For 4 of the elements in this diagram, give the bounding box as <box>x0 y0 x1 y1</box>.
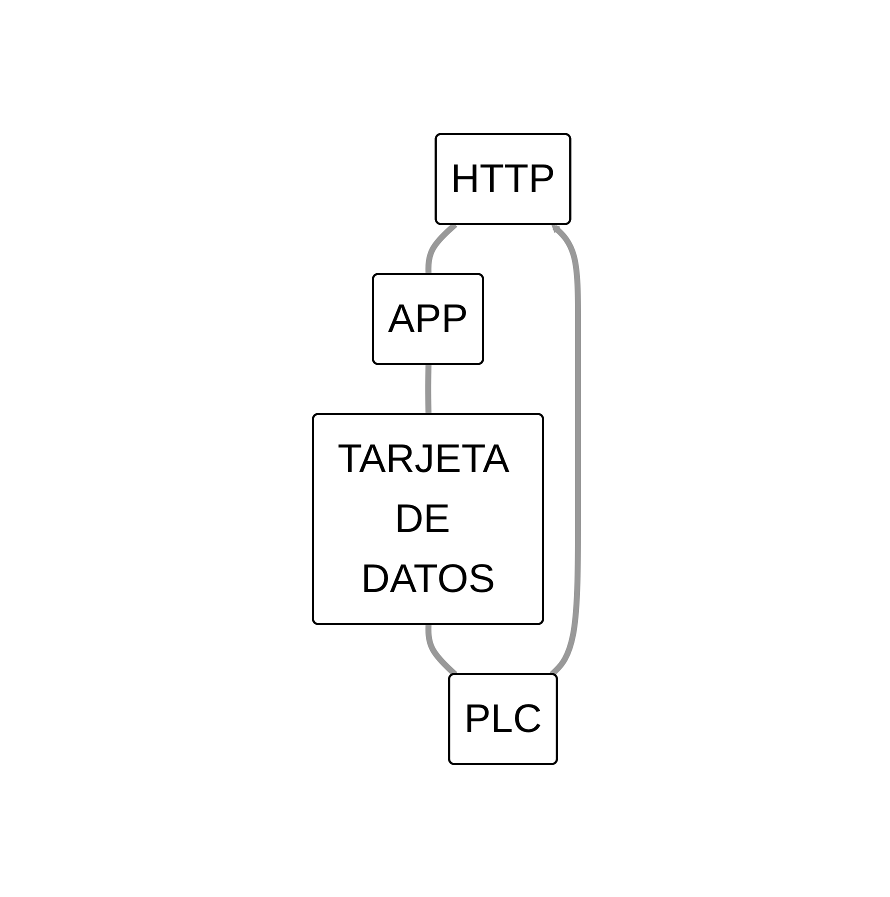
node-text: TARJETA DE DATOS <box>337 436 507 600</box>
arrow <box>549 224 580 676</box>
connector <box>424 624 457 676</box>
connector <box>424 364 431 414</box>
